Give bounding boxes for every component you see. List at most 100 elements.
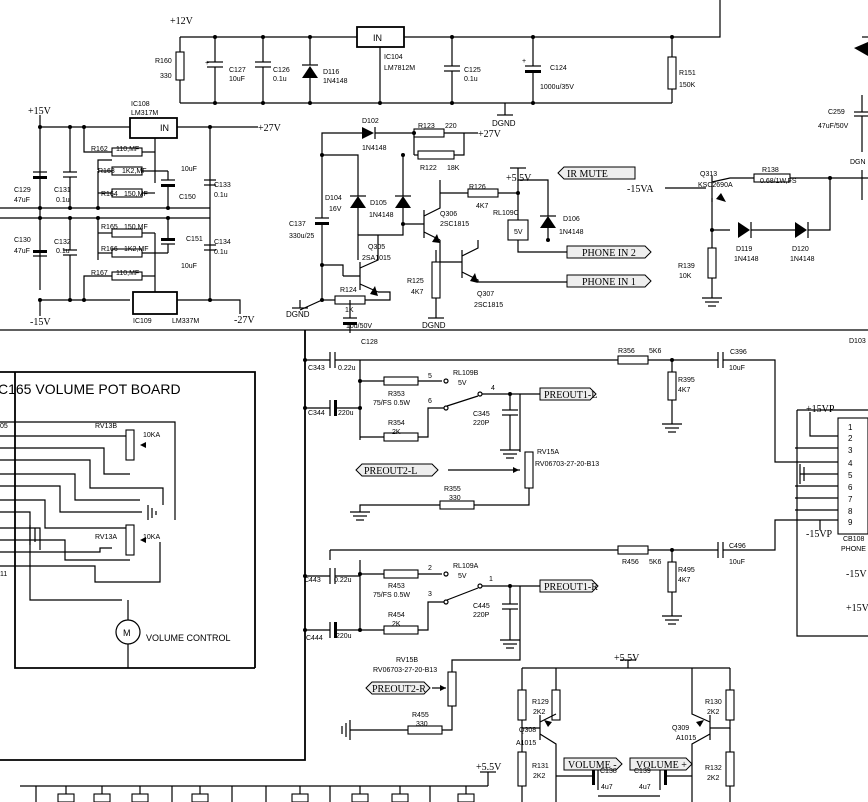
c126-val: 0.1u [273, 76, 287, 83]
rv13b-ref: RV13B [95, 423, 117, 430]
c445-val: 220P [473, 612, 490, 619]
left-channel-section [303, 352, 795, 521]
r454-val: 2K [392, 621, 401, 628]
r151-val: 150K [679, 82, 696, 89]
cb108-pin-3: 3 [848, 446, 853, 455]
r165-val: 150,MF [124, 224, 148, 231]
q307-val: 2SC1815 [474, 302, 503, 309]
c129-ref: C129 [14, 187, 31, 194]
phone-in1-flag: PHONE IN 1 [582, 277, 636, 288]
rail-minus15v-right: -15V [846, 569, 867, 580]
r123-val: 220 [445, 123, 457, 130]
c132-ref: C132 [54, 239, 71, 246]
c150-ref: C150 [179, 194, 196, 201]
rail-plus5v5-rl109c: +5.5V [506, 173, 532, 184]
cb108-pin-8: 8 [848, 507, 853, 516]
edge-label-05: 05 [0, 423, 8, 430]
rv13a-ref: RV13A [95, 534, 117, 541]
r122-val: 18K [447, 165, 460, 172]
dual-15v-regulator-section [0, 115, 258, 316]
c396-val: 10uF [729, 365, 745, 372]
rail-plus15v: +15V [28, 106, 52, 117]
c126-ref: C126 [273, 67, 290, 74]
c131-val: 0.1u [56, 197, 70, 204]
r123-ref: R123 [418, 123, 435, 130]
ic109-ref: IC109 [133, 318, 152, 325]
c150-val: 10uF [181, 166, 197, 173]
cb108-pin-7: 7 [848, 495, 853, 504]
c138-ref: C138 [600, 768, 617, 775]
r354-ref: R354 [388, 420, 405, 427]
r166-ref: R166 [101, 246, 118, 253]
c443-ref: C443 [304, 577, 321, 584]
r131-ref: R131 [532, 763, 549, 770]
r355-val: 330 [449, 495, 461, 502]
d102-ref: D102 [362, 118, 379, 125]
c496-ref: C496 [729, 543, 746, 550]
r454-ref: R454 [388, 612, 405, 619]
rl109a-pin1: 1 [489, 576, 493, 583]
r162-ref: R162 [91, 146, 108, 153]
rail-plus27v-ic108: +27V [258, 123, 282, 134]
r125-val: 4K7 [411, 289, 424, 296]
c343-ref: C343 [308, 365, 325, 372]
c445-ref: C445 [473, 603, 490, 610]
rl109b-ref: RL109B [453, 370, 479, 377]
c151-ref: C151 [186, 236, 203, 243]
r395-val: 4K7 [678, 387, 691, 394]
c134-val: 0.1u [214, 249, 228, 256]
rl109b-pin5: 5 [428, 373, 432, 380]
q313-ref: Q313 [700, 171, 717, 178]
rl109b-pin4: 4 [491, 385, 495, 392]
motor-symbol: M [123, 628, 131, 638]
r495-ref: R495 [678, 567, 695, 574]
r132-val: 2K2 [707, 775, 720, 782]
r356-ref: R356 [618, 348, 635, 355]
preout2-r-flag: PREOUT2-R [372, 684, 426, 695]
r354-val: 2K [392, 429, 401, 436]
c133-ref: C133 [214, 182, 231, 189]
rv15a-ref: RV15A [537, 449, 559, 456]
c130-val: 47uF [14, 248, 30, 255]
q309-ref: Q309 [672, 725, 689, 732]
d102-val: 1N4148 [362, 145, 387, 152]
c128-ref: C128 [361, 339, 378, 346]
r456-val: 5K6 [649, 559, 662, 566]
d105-val: 1N4148 [369, 212, 394, 219]
r138-ref: R138 [762, 167, 779, 174]
c130-ref: C130 [14, 237, 31, 244]
dgnd-label-2: DGND [286, 310, 310, 319]
rl109a-pin2: 2 [428, 565, 432, 572]
ic104-part: LM7812M [384, 65, 415, 72]
cb108-connector [795, 409, 868, 637]
r167-ref: R167 [91, 270, 108, 277]
rv13b-val: 10KA [143, 432, 160, 439]
rl109c-ref: RL109C [493, 210, 519, 217]
phone-label: PHONE [841, 546, 866, 553]
c124-val: 1000u/35V [540, 84, 574, 91]
q308-val: A1015 [516, 740, 536, 747]
c139-ref: C139 [634, 768, 651, 775]
q307-ref: Q307 [477, 291, 494, 298]
rail-minus15vp: -15VP [806, 529, 833, 540]
ic108-part: LM317M [131, 110, 158, 117]
c125-ref: C125 [464, 67, 481, 74]
d119-val: 1N4148 [734, 256, 759, 263]
c129-val: 47uF [14, 197, 30, 204]
cb108-pin-5: 5 [848, 471, 853, 480]
rl109b-pin6: 6 [428, 398, 432, 405]
r166-val: 1K2,MF [124, 246, 149, 253]
c343-val: 0.22u [338, 365, 356, 372]
svg-text:+: + [205, 60, 209, 67]
cb108-pin-1: 1 [848, 423, 853, 432]
r126-ref: R126 [469, 184, 486, 191]
rail-plus15vp: +15VP [806, 404, 835, 415]
r124-val: 1K [345, 307, 354, 314]
c259-ground: DGN [850, 159, 866, 166]
rv15a-val: RV06703-27-20-B13 [535, 461, 599, 468]
c151-val: 10uF [181, 263, 197, 270]
c345-ref: C345 [473, 411, 490, 418]
ic108-box-label: IN [160, 123, 169, 133]
net-flags [355, 166, 693, 771]
